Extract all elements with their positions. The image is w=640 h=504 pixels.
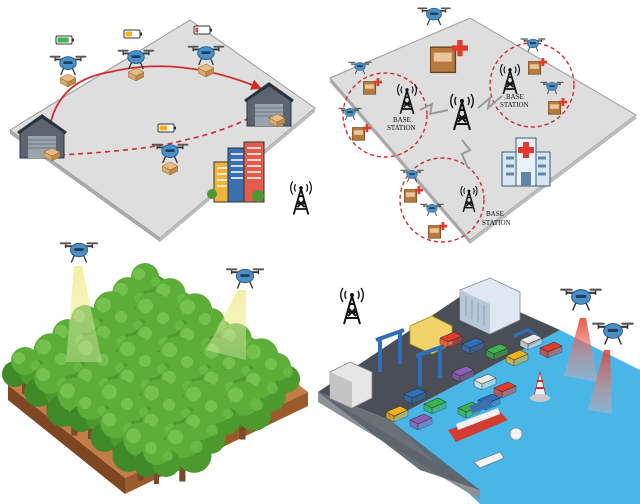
- battery-level: [159, 125, 168, 131]
- battery-icon: [157, 123, 176, 133]
- coverage-circle: [342, 72, 428, 158]
- wireless-link: [477, 95, 503, 111]
- antenna-tower-icon: [290, 180, 312, 216]
- antenna-tower-icon: [340, 286, 364, 326]
- battery-icon: [193, 25, 212, 35]
- battery-icon: [55, 35, 74, 45]
- drone-icon: [591, 321, 635, 346]
- medical-cross-icon: [352, 124, 372, 141]
- coverage-circle: [399, 157, 485, 243]
- container: [403, 387, 427, 405]
- container: [473, 373, 497, 391]
- container: [439, 331, 463, 349]
- container: [423, 397, 447, 415]
- battery-level: [195, 27, 199, 33]
- container: [493, 381, 517, 399]
- delivery-drone: [150, 123, 190, 175]
- warehouse-icon: [17, 114, 67, 161]
- drone-icon: [559, 287, 603, 312]
- lighthouse-icon: [530, 371, 550, 402]
- warehouse-icon: [244, 82, 294, 127]
- drone-icon: [419, 203, 445, 217]
- panel-network: BASE STATION BASE STATION BASE STATION: [329, 6, 637, 244]
- battery-level: [57, 37, 69, 43]
- drone-icon: [48, 54, 88, 76]
- medical-cross-icon: [428, 222, 448, 239]
- station-label: BASE: [506, 93, 524, 101]
- wireless-link: [419, 102, 449, 116]
- station-label: BASE: [393, 116, 411, 124]
- panel-forest: [2, 241, 308, 494]
- container: [539, 341, 563, 359]
- station-label: STATION: [482, 219, 511, 227]
- delivery-drone: [186, 25, 226, 77]
- panel-port: [318, 277, 640, 504]
- delivery-drone: [116, 29, 156, 81]
- drone-icon: [224, 267, 266, 290]
- container: [385, 405, 409, 423]
- ship-icon: [448, 398, 523, 469]
- crane-icon: [375, 328, 541, 386]
- drone-icon: [58, 241, 100, 264]
- battery-icon: [123, 29, 142, 39]
- delivery-drones: [48, 25, 226, 175]
- container: [519, 333, 543, 351]
- hospital-icon: [501, 137, 551, 187]
- delivery-drone: [48, 35, 88, 87]
- station-label: BASE: [486, 210, 504, 218]
- forest-canopy: [2, 263, 300, 484]
- station-label: STATION: [387, 124, 416, 132]
- container: [485, 343, 509, 361]
- delivery-route-upper: [49, 65, 262, 126]
- station-label: STATION: [500, 101, 529, 109]
- medical-cross-icon: [404, 186, 424, 203]
- wireless-link: [460, 139, 472, 169]
- sensor-beam: [588, 350, 612, 414]
- battery-level: [125, 31, 132, 37]
- container: [505, 349, 529, 367]
- ground-plane: [329, 17, 637, 241]
- soil-side: [8, 385, 125, 494]
- container: [409, 413, 433, 431]
- sensor-beam: [564, 318, 598, 382]
- drone-icon: [416, 6, 452, 26]
- container: [451, 365, 475, 383]
- building-icon: [329, 277, 521, 409]
- panel-delivery: [9, 19, 316, 242]
- container: [461, 337, 485, 355]
- package-icon: [60, 74, 76, 87]
- building-icon: [207, 141, 265, 203]
